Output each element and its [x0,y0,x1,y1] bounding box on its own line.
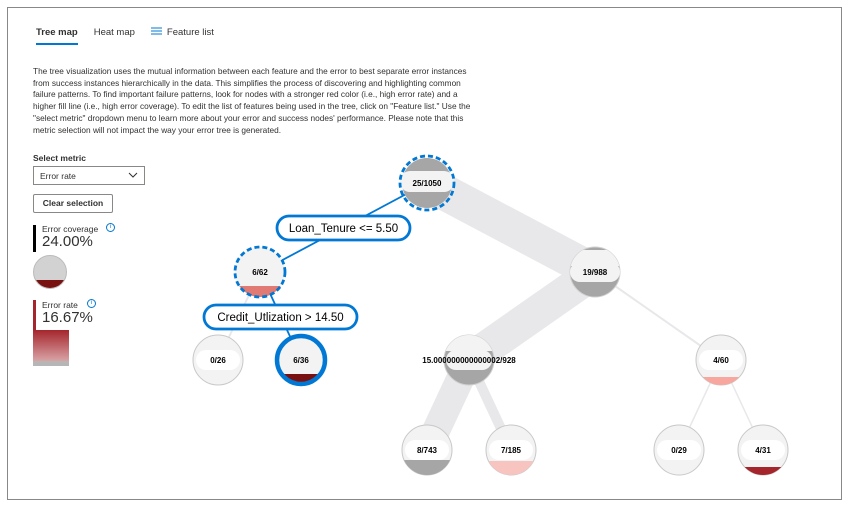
condition-label-2: Credit_Utlization > 14.50 [202,303,359,331]
tab-tree-map[interactable]: Tree map [36,24,78,45]
tab-feature-list-label: Feature list [166,27,214,39]
tree-node-right[interactable]: 19/988 [569,246,621,298]
clear-selection-button[interactable]: Clear selection [33,194,113,213]
node-rlr-label: 7/185 [501,446,522,455]
coverage-indicator-bar [33,225,36,252]
node-rrl-label: 0/29 [671,446,687,455]
tree-node-root[interactable]: 25/1050 [398,154,456,212]
metric-dropdown-value: Error rate [40,171,76,181]
rate-indicator-bar [33,300,36,330]
tree-node-lr[interactable]: 6/36 [274,333,328,387]
error-rate-value: 16.67% [42,309,93,326]
node-lr-label: 6/36 [293,356,309,365]
tree-node-ll[interactable]: 0/26 [192,334,244,386]
coverage-legend-fill [34,280,66,288]
edge-right-rl [459,258,605,374]
tree-node-rl[interactable]: 15.000000000000002/928 [422,334,516,386]
tree-node-rrl[interactable]: 0/29 [653,424,705,476]
tree-node-left[interactable]: 6/62 [233,245,287,299]
node-ll-label: 0/26 [210,356,226,365]
description-text: The tree visualization uses the mutual i… [33,66,471,135]
tab-bar: Tree map Heat map Feature list [36,24,230,45]
condition-label-1: Loan_Tenure <= 5.50 [275,214,412,242]
tab-heat-map[interactable]: Heat map [94,24,135,45]
condition-2-text: Credit_Utlization > 14.50 [217,312,343,324]
panel-frame [7,7,842,500]
coverage-legend-circle [33,255,67,289]
tree-node-rrr[interactable]: 4/31 [737,424,789,476]
edge-root-right [418,167,604,288]
select-metric-label: Select metric [33,153,86,163]
node-rl-label: 15.000000000000002/928 [422,356,516,365]
coverage-info-icon[interactable]: i [106,223,115,232]
error-rate-label-text: Error rate [42,300,78,310]
node-rll-label: 8/743 [417,446,438,455]
edge-right-rr [594,271,722,361]
error-rate-label: Error rate [42,300,78,310]
tab-heat-map-label: Heat map [93,27,135,38]
list-icon [150,27,162,38]
error-coverage-label-text: Error coverage [42,224,99,234]
node-right-label: 19/988 [583,268,608,277]
rate-info-icon[interactable]: i [87,299,96,308]
tab-tree-map-label: Tree map [36,27,78,38]
condition-1-text: Loan_Tenure <= 5.50 [289,223,398,235]
node-rrr-label: 4/31 [755,446,771,455]
error-rate-gradient [33,330,69,361]
node-root-label: 25/1050 [413,179,442,188]
error-coverage-label: Error coverage [42,224,98,234]
tree-node-rlr[interactable]: 7/185 [485,424,537,476]
error-rate-gradient-base [33,361,69,366]
tab-feature-list[interactable]: Feature list [150,24,214,45]
metric-dropdown[interactable]: Error rate [33,166,145,185]
tree-node-rll[interactable]: 8/743 [401,424,453,476]
chevron-down-icon [128,170,138,182]
error-coverage-value: 24.00% [42,233,93,250]
node-rr-label: 4/60 [713,356,729,365]
node-left-label: 6/62 [252,268,268,277]
tree-node-rr[interactable]: 4/60 [695,334,747,387]
